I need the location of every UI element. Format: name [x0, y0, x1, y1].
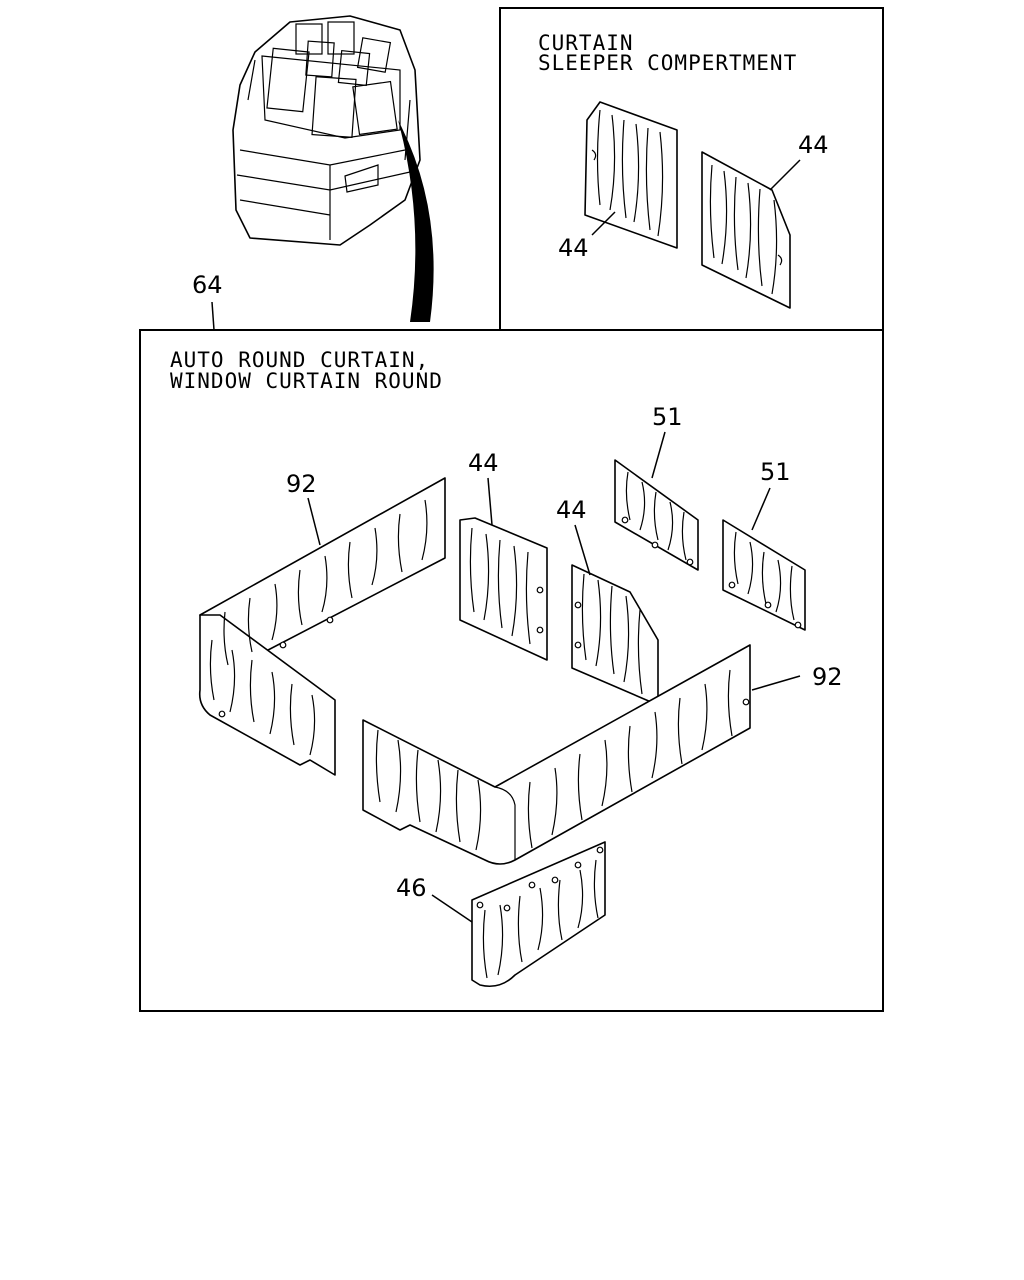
curtain-51-panel-a — [614, 459, 699, 571]
leader-64 — [211, 301, 215, 331]
auto-title-line2: WINDOW CURTAIN ROUND — [170, 369, 443, 393]
truck-cab-illustration — [232, 15, 421, 246]
leader-92-right — [751, 675, 801, 691]
leader-44-panel-a — [487, 477, 493, 526]
curtain-92-right — [362, 644, 751, 865]
leader-44-panel-b — [574, 524, 591, 576]
callout-64: 64 — [192, 271, 223, 299]
auto-title-line1: AUTO ROUND CURTAIN, — [170, 348, 429, 372]
callout-51-b: 51 — [760, 458, 791, 486]
sleeper-title-line1: CURTAIN — [538, 31, 634, 55]
sleeper-curtain-panel-left — [584, 101, 678, 249]
callout-92-right: 92 — [812, 663, 843, 691]
leader-44-sleeper-left — [591, 211, 616, 236]
callout-44-panel-a: 44 — [468, 449, 499, 477]
leader-92-left — [307, 497, 321, 546]
curtain-44-panel-b — [571, 564, 659, 706]
callout-51-a: 51 — [652, 403, 683, 431]
callout-44-sleeper-right: 44 — [798, 131, 829, 159]
sleeper-title-line2: SLEEPER COMPERTMENT — [538, 51, 797, 75]
leader-46 — [431, 894, 473, 923]
callout-92-left: 92 — [286, 470, 317, 498]
leader-51-b — [751, 487, 771, 531]
curtain-46-panel — [471, 841, 606, 988]
leader-51-a — [651, 431, 666, 479]
curtain-44-panel-a — [459, 517, 548, 661]
auto-round-curtain-frame — [139, 329, 884, 1012]
sleeper-curtain-panel-right — [701, 151, 791, 309]
cab-callout-arrow — [398, 120, 434, 322]
curtain-51-panel-b — [722, 519, 806, 631]
leader-44-sleeper-right — [769, 159, 801, 191]
callout-44-panel-b: 44 — [556, 496, 587, 524]
callout-44-sleeper-left: 44 — [558, 234, 589, 262]
callout-46: 46 — [396, 874, 427, 902]
curtain-92-left — [198, 477, 446, 776]
